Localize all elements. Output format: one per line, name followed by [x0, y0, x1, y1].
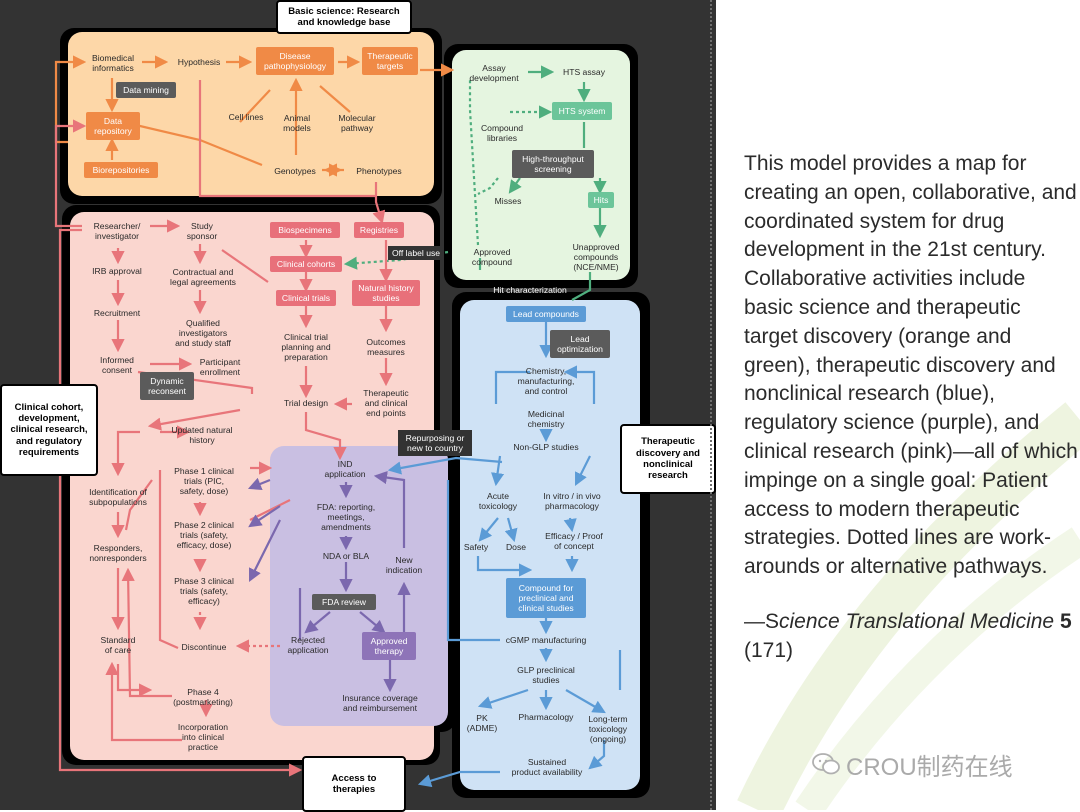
node-discontinue: Discontinue: [181, 641, 227, 652]
node-pk-adme: PK (ADME): [466, 712, 498, 733]
node-natural-history-studies: Natural history studies: [352, 280, 420, 306]
node-medicinal-chemistry: Medicinal chemistry: [527, 408, 565, 429]
node-assay-development: Assay development: [469, 62, 519, 83]
node-dose: Dose: [505, 541, 527, 552]
node-non-glp: Non-GLP studies: [513, 441, 579, 452]
clinical-section-title: Clinical cohort, development, clinical r…: [0, 384, 98, 476]
node-fda-review: FDA review: [312, 594, 376, 610]
node-fda-reporting: FDA: reporting, meetings, amendments: [316, 501, 376, 533]
node-biomedical-informatics: Biomedical informatics: [91, 52, 135, 73]
node-outcomes-measures: Outcomes measures: [366, 336, 406, 357]
node-updated-natural-history: Updated natural history: [171, 424, 233, 445]
node-hypothesis: Hypothesis: [177, 56, 221, 67]
panel-divider: [710, 0, 712, 810]
node-irb-approval: IRB approval: [92, 265, 142, 276]
node-in-vitro-in-vivo: In vitro / in vivo pharmacology: [543, 490, 601, 511]
node-clinical-trial-planning: Clinical trial planning and preparation: [281, 331, 331, 363]
node-therapeutic-targets: Therapeutic targets: [362, 47, 418, 75]
node-cgmp: cGMP manufacturing: [505, 634, 587, 645]
node-dynamic-reconsent: Dynamic reconsent: [140, 372, 194, 400]
node-hit-characterization: Hit characterization: [493, 284, 567, 295]
node-approved-compound: Approved compound: [471, 246, 513, 267]
node-pharmacology: Pharmacology: [518, 711, 574, 722]
citation-prefix: —S: [744, 609, 780, 633]
node-recruitment: Recruitment: [93, 307, 141, 318]
flow-arrows: [54, 55, 622, 788]
node-molecular-pathway: Molecular pathway: [338, 112, 376, 133]
node-informed-consent: Informed consent: [100, 354, 134, 375]
caption: This model provides a map for creating a…: [744, 150, 1080, 666]
node-researcher-investigator: Researcher/ investigator: [93, 220, 141, 241]
node-identification-subpopulations: Identification of subpopulations: [89, 486, 147, 507]
node-incorporation: Incorporation into clinical practice: [177, 721, 229, 753]
node-cmc: Chemistry, manufacturing, and control: [517, 365, 575, 397]
node-compound-libraries: Compound libraries: [480, 122, 524, 143]
node-glp-preclinical: GLP preclinical studies: [517, 664, 575, 685]
node-safety: Safety: [463, 541, 489, 552]
node-contractual-agreements: Contractual and legal agreements: [170, 266, 236, 287]
node-hts-assay: HTS assay: [562, 66, 606, 77]
node-data-repository: Data repository: [86, 112, 140, 140]
node-registries: Registries: [354, 222, 404, 238]
node-study-sponsor: Study sponsor: [186, 220, 218, 241]
node-ind-application: IND application: [324, 458, 366, 479]
wechat-icon: [812, 753, 840, 775]
node-cell-lines: Cell lines: [228, 111, 264, 122]
node-qualified-investigators: Qualified investigators and study staff: [175, 317, 231, 349]
node-unapproved-compounds: Unapproved compounds (NCE/NME): [572, 241, 620, 273]
node-phase1: Phase 1 clinical trials (PIC, safety, do…: [174, 465, 234, 497]
node-trial-design: Trial design: [283, 397, 329, 408]
regulatory-region: [270, 446, 448, 726]
node-phenotypes: Phenotypes: [356, 165, 402, 176]
node-clinical-trials: Clinical trials: [276, 290, 336, 306]
node-therapeutic-clinical-endpoints: Therapeutic and clinical end points: [363, 387, 409, 419]
basic-science-title: Basic science: Research and knowledge ba…: [276, 0, 412, 34]
background-swoosh: [737, 402, 1080, 810]
node-new-indication: New indication: [385, 554, 423, 575]
node-data-mining: Data mining: [116, 82, 176, 98]
node-hts-system: HTS system: [552, 102, 612, 120]
node-insurance: Insurance coverage and reimbursement: [342, 692, 418, 713]
node-phase3: Phase 3 clinical trials (safety, efficac…: [174, 575, 234, 607]
node-repurposing: Repurposing or new to country: [398, 430, 472, 456]
node-standard-of-care: Standard of care: [100, 634, 136, 655]
node-biospecimens: Biospecimens: [270, 222, 340, 238]
node-biorepositories: Biorepositories: [84, 162, 158, 178]
node-responders: Responders, nonresponders: [89, 542, 147, 563]
node-participant-enrollment: Participant enrollment: [199, 356, 241, 377]
node-rejected-application: Rejected application: [287, 634, 329, 655]
access-to-therapies-title: Access to therapies: [302, 756, 406, 812]
therapeutic-section-title: Therapeutic discovery and nonclinical re…: [620, 424, 716, 494]
node-clinical-cohorts: Clinical cohorts: [270, 256, 342, 272]
node-lead-compounds: Lead compounds: [506, 306, 586, 322]
node-acute-toxicology: Acute toxicology: [478, 490, 518, 511]
node-off-label-use: Off label use: [388, 246, 444, 260]
node-hits: Hits: [588, 192, 614, 208]
node-high-throughput-screening: High-throughput screening: [512, 150, 594, 178]
node-compound-preclinical: Compound for preclinical and clinical st…: [506, 578, 586, 618]
citation-journal: cience Translational Medicine: [779, 609, 1055, 633]
diagram-panel: Basic science: Research and knowledge ba…: [0, 0, 716, 812]
caption-citation: —Science Translational Medicine 5 (171): [744, 608, 1080, 666]
node-phase2: Phase 2 clinical trials (safety, efficac…: [174, 519, 234, 551]
node-approved-therapy: Approved therapy: [362, 632, 416, 660]
citation-issue: (171): [744, 638, 794, 662]
node-phase4: Phase 4 (postmarketing): [173, 686, 233, 707]
node-nda-bla: NDA or BLA: [322, 550, 370, 561]
node-sustained-availability: Sustained product availability: [511, 756, 583, 777]
citation-volume: 5: [1059, 609, 1072, 633]
node-animal-models: Animal models: [283, 112, 311, 133]
watermark-text: CROU制药在线: [846, 753, 1013, 781]
node-misses: Misses: [494, 195, 522, 206]
watermark: CROU制药在线: [812, 748, 1013, 781]
node-efficacy-proof: Efficacy / Proof of concept: [545, 530, 603, 551]
node-disease-pathophysiology: Disease pathophysiology: [256, 47, 334, 75]
node-genotypes: Genotypes: [274, 165, 316, 176]
caption-body: This model provides a map for creating a…: [744, 152, 1078, 579]
node-lead-optimization: Lead optimization: [550, 330, 610, 358]
node-long-term-tox: Long-term toxicology (ongoing): [588, 713, 628, 745]
